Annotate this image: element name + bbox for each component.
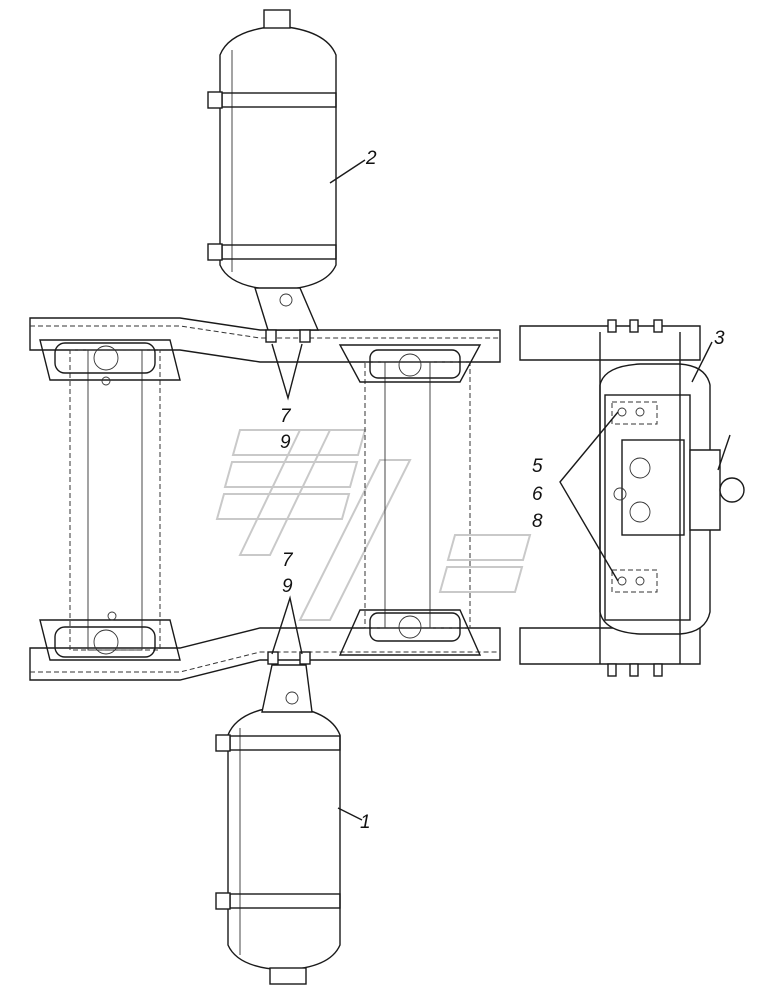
- leader-5-6-8: [559, 411, 619, 582]
- leader-7-9-top: [271, 343, 303, 401]
- cross-member-left: [39, 339, 181, 661]
- air-tank-1: [215, 651, 341, 985]
- air-tank-3: [599, 319, 745, 677]
- leader-7-9-bottom: [271, 595, 303, 655]
- callout-1: 1: [360, 812, 371, 833]
- leader-2: [329, 159, 366, 184]
- air-tank-2: [207, 9, 337, 343]
- watermark-logo: [215, 429, 532, 621]
- callout-6: 6: [532, 484, 543, 505]
- callout-9-top: 9: [280, 432, 291, 453]
- callout-7-bottom: 7: [282, 550, 294, 571]
- callout-8: 8: [532, 511, 543, 532]
- callout-5: 5: [532, 456, 543, 477]
- callout-2: 2: [365, 148, 377, 169]
- leader-3: [691, 341, 713, 383]
- cross-member-middle: [338, 344, 482, 656]
- leader-1: [337, 807, 363, 821]
- callout-9-bottom: 9: [282, 576, 293, 597]
- callout-3: 3: [714, 328, 725, 349]
- leader-lines: [271, 159, 713, 821]
- callout-7-top: 7: [280, 406, 292, 427]
